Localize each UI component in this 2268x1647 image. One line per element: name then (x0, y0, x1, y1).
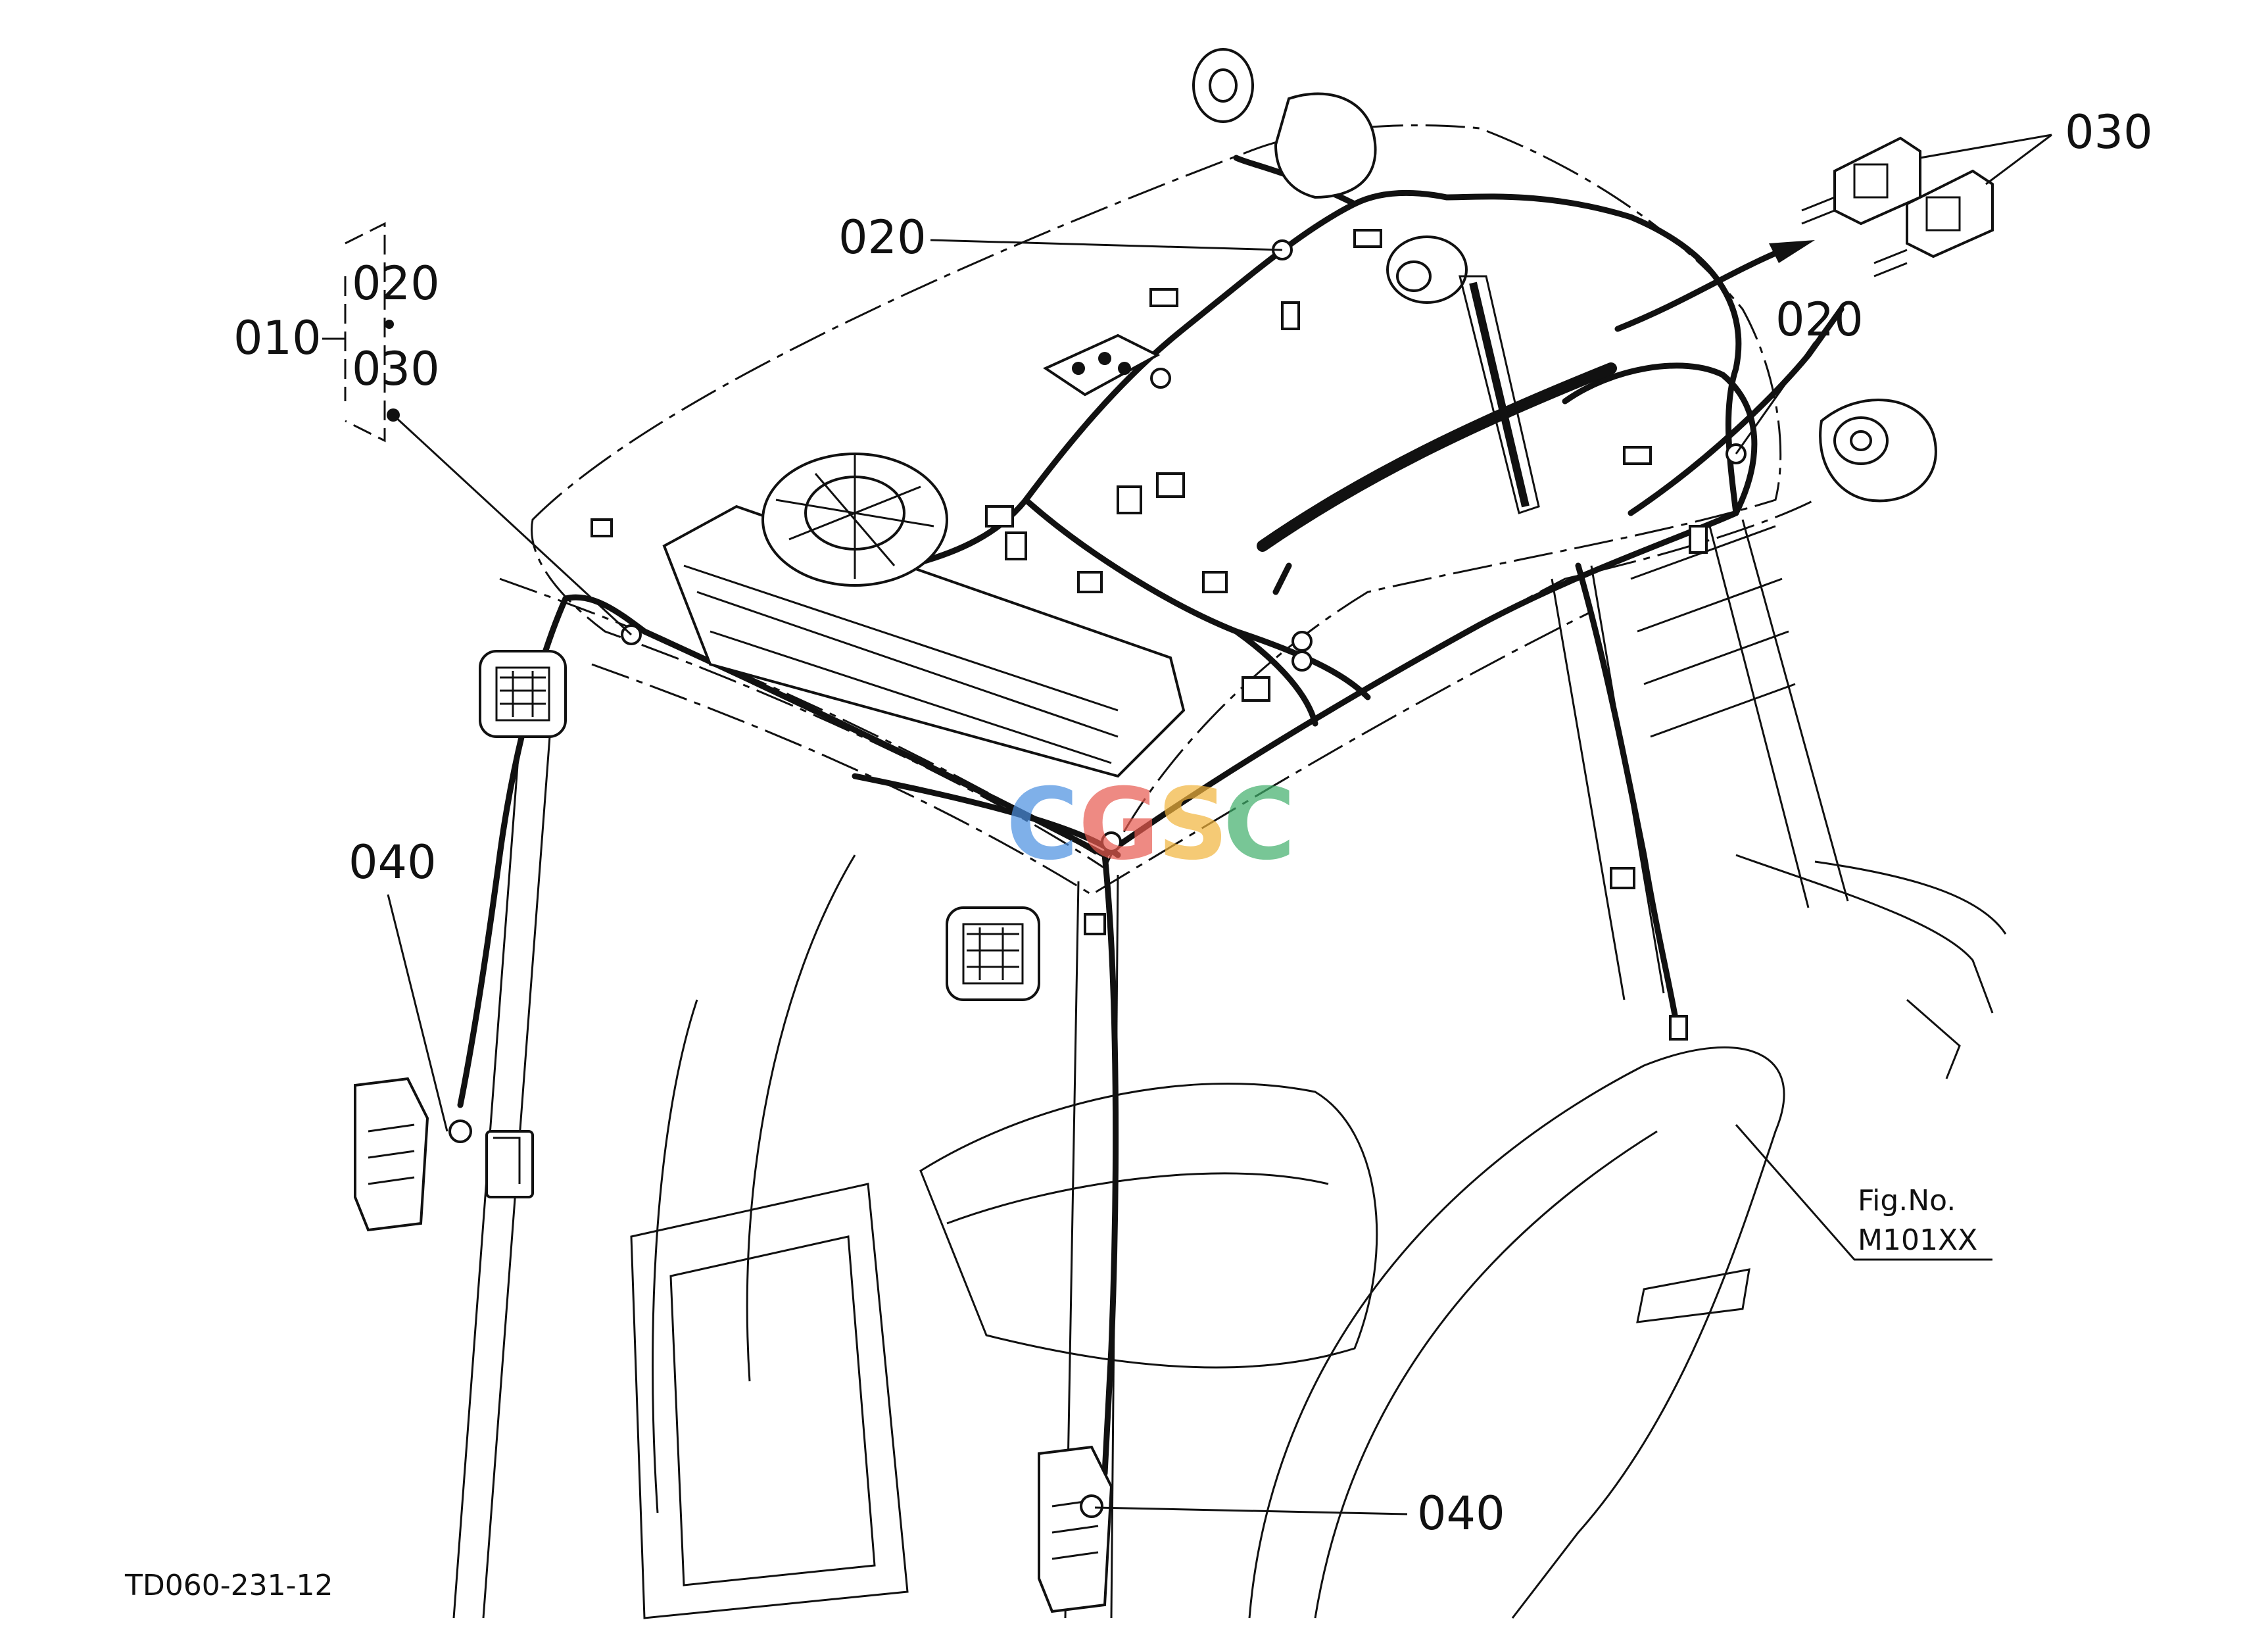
watermark: C G S C (1006, 768, 1295, 882)
callout-010: 010 (233, 311, 322, 365)
roof-components (354, 48, 1994, 1613)
svg-text:S: S (1157, 768, 1228, 882)
callout-030-top: 030 (2065, 105, 2153, 159)
side-lamp-left-icon (354, 1077, 472, 1232)
figure-ref-number: M101XX (1858, 1223, 1977, 1257)
svg-text:C: C (1006, 768, 1078, 882)
figure-ref-label: Fig.No. (1858, 1184, 1956, 1217)
cab-roof-outline (499, 124, 1816, 896)
callout-040-left: 040 (349, 835, 437, 889)
fan-motor-icon (1386, 235, 1468, 304)
callout-030-group: 030 (352, 342, 440, 396)
rear-lamp-icon (1819, 398, 1937, 503)
cab-frame (452, 519, 2007, 1619)
front-work-lamp-left-icon (479, 650, 567, 738)
svg-text:G: G (1078, 768, 1159, 882)
svg-text:C: C (1223, 768, 1295, 882)
drawing-code: TD060-231-12 (124, 1569, 333, 1602)
front-work-lamp-center-icon (946, 906, 1040, 1001)
leader-lines (322, 134, 2052, 1515)
callout-020-left: 020 (838, 210, 927, 264)
blower-fan-icon (761, 453, 948, 587)
callout-labels: 010 020 030 020 020 030 040 040 Fig.No. … (124, 105, 2153, 1602)
roof-lamp-icon (1192, 48, 1377, 199)
callout-040-bottom: 040 (1417, 1487, 1505, 1540)
connector-030-icon (1801, 136, 1994, 278)
side-lamp-bottom-icon (1038, 1445, 1113, 1613)
callout-020-right: 020 (1775, 293, 1864, 347)
connectors (591, 229, 1747, 1041)
control-panel-icon (1042, 333, 1161, 397)
left-mirror-bracket (485, 1130, 534, 1198)
callout-020-group: 020 (352, 257, 440, 310)
